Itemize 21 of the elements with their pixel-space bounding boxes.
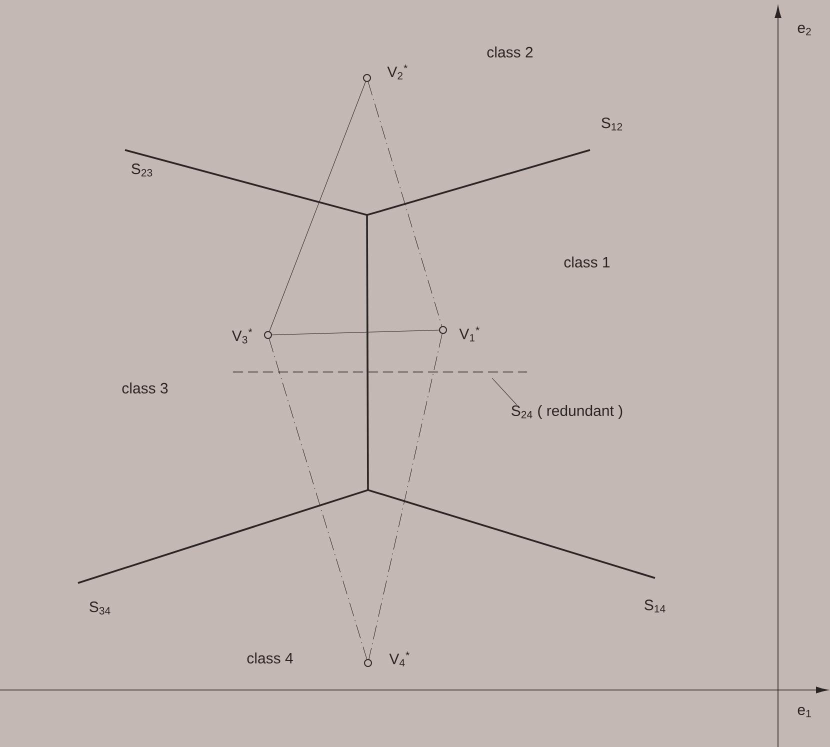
point-label: V$_{2}$*: [387, 64, 408, 80]
point-label: V$_{4}$*: [389, 652, 410, 666]
connecting-line: [268, 338, 368, 660]
connecting-line: [272, 330, 440, 336]
region-label: S$_{23}$: [132, 164, 152, 176]
line-label: S$_{24}$ ( redundant ): [512, 405, 622, 419]
leader-line: [492, 378, 517, 406]
region-label: e$_{1}$: [798, 706, 811, 718]
region-label: class 2: [487, 46, 533, 58]
region-label: S$_{14}$: [644, 600, 666, 612]
point-label: V$_{3}$*: [232, 328, 252, 344]
region-label: class 3: [122, 382, 168, 394]
connecting-line: [368, 334, 442, 660]
region-label: class 4: [247, 652, 293, 664]
point-label: V$_{1}$*: [459, 326, 480, 342]
connecting-line: [269, 81, 366, 332]
connecting-line: [368, 82, 442, 326]
region-label: S$_{34}$: [90, 602, 110, 614]
region-label: S$_{12}$: [602, 118, 622, 130]
region-label: e$_{2}$: [798, 24, 811, 36]
region-label: class 1: [564, 256, 610, 268]
